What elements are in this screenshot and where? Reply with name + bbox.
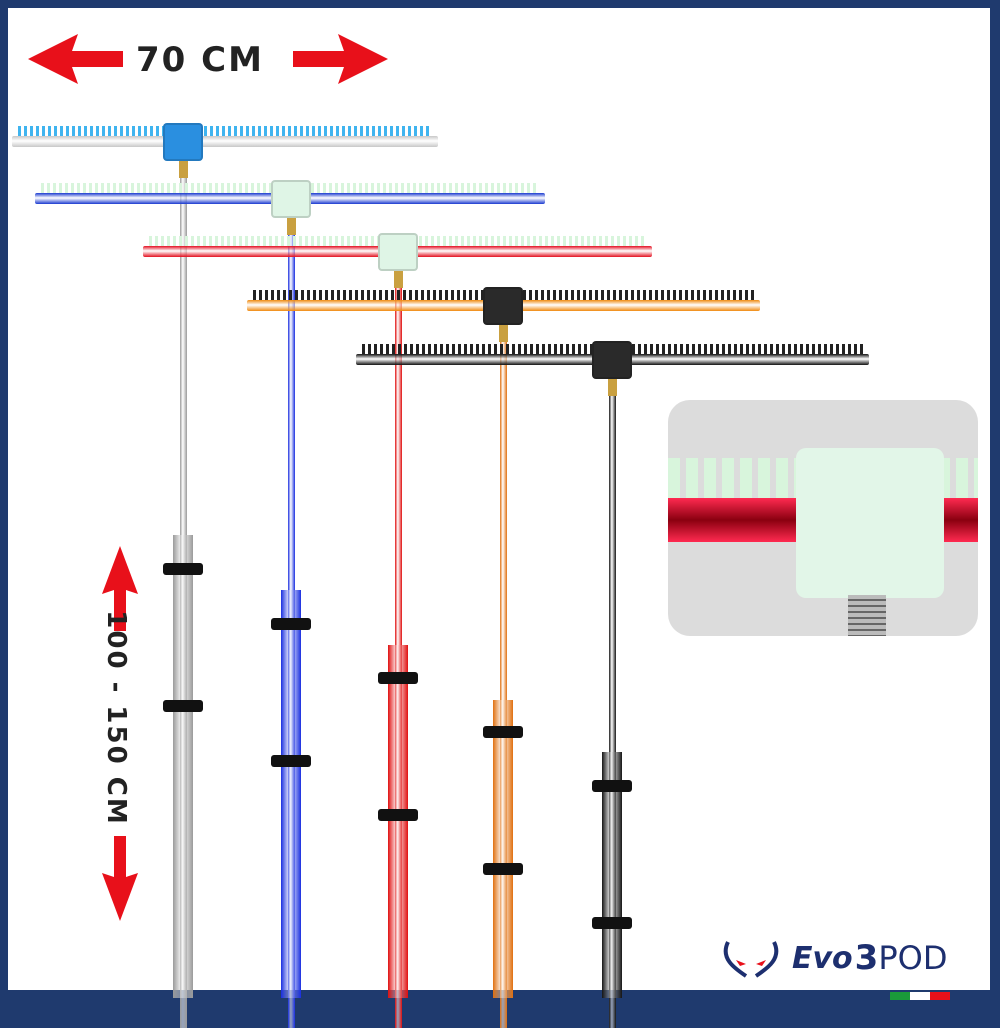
black-leg-collar bbox=[592, 917, 632, 929]
flag-red bbox=[930, 992, 950, 1000]
silver-pole-lower bbox=[173, 535, 193, 998]
silver-t-clamp bbox=[163, 123, 203, 161]
orange-leg-collar bbox=[483, 726, 523, 738]
logo-emblem-icon bbox=[723, 941, 779, 978]
black-t-clamp bbox=[592, 341, 632, 379]
black-pole-upper bbox=[609, 376, 616, 1028]
flag-green bbox=[890, 992, 910, 1000]
blue-leg-collar bbox=[271, 755, 311, 767]
brand-name-3: 3 bbox=[854, 938, 879, 978]
inset-clamp bbox=[796, 448, 944, 598]
brand-name-evo: Evo bbox=[792, 940, 853, 976]
silver-crossbar bbox=[12, 136, 438, 147]
silver-bristle-teeth bbox=[18, 126, 432, 136]
red-leg-collar bbox=[378, 672, 418, 684]
clamp-detail-inset bbox=[668, 400, 978, 636]
black-leg-collar bbox=[592, 780, 632, 792]
orange-brass-connector bbox=[499, 324, 508, 342]
height-arrow bbox=[102, 546, 138, 921]
silver-leg-collar bbox=[163, 563, 203, 575]
inset-threaded-bolt bbox=[848, 595, 886, 636]
width-arrow bbox=[28, 34, 388, 84]
silver-leg-collar bbox=[163, 700, 203, 712]
brand-name-pod: POD bbox=[878, 939, 948, 977]
height-label: 100 - 150 CM bbox=[101, 610, 131, 826]
flag-white bbox=[910, 992, 930, 1000]
silver-brass-connector bbox=[179, 160, 188, 178]
blue-leg-collar bbox=[271, 618, 311, 630]
orange-leg-collar bbox=[483, 863, 523, 875]
blue-t-clamp bbox=[271, 180, 311, 218]
black-pole-lower bbox=[602, 752, 622, 998]
black-brass-connector bbox=[608, 378, 617, 396]
red-t-clamp bbox=[378, 233, 418, 271]
orange-pole-upper bbox=[500, 322, 507, 1028]
red-leg-collar bbox=[378, 809, 418, 821]
width-label: 70 CM bbox=[136, 40, 264, 80]
red-pole-lower bbox=[388, 645, 408, 998]
blue-pole-lower bbox=[281, 590, 301, 998]
orange-t-clamp bbox=[483, 287, 523, 325]
orange-pole-lower bbox=[493, 700, 513, 998]
blue-brass-connector bbox=[287, 217, 296, 235]
red-brass-connector bbox=[394, 270, 403, 288]
